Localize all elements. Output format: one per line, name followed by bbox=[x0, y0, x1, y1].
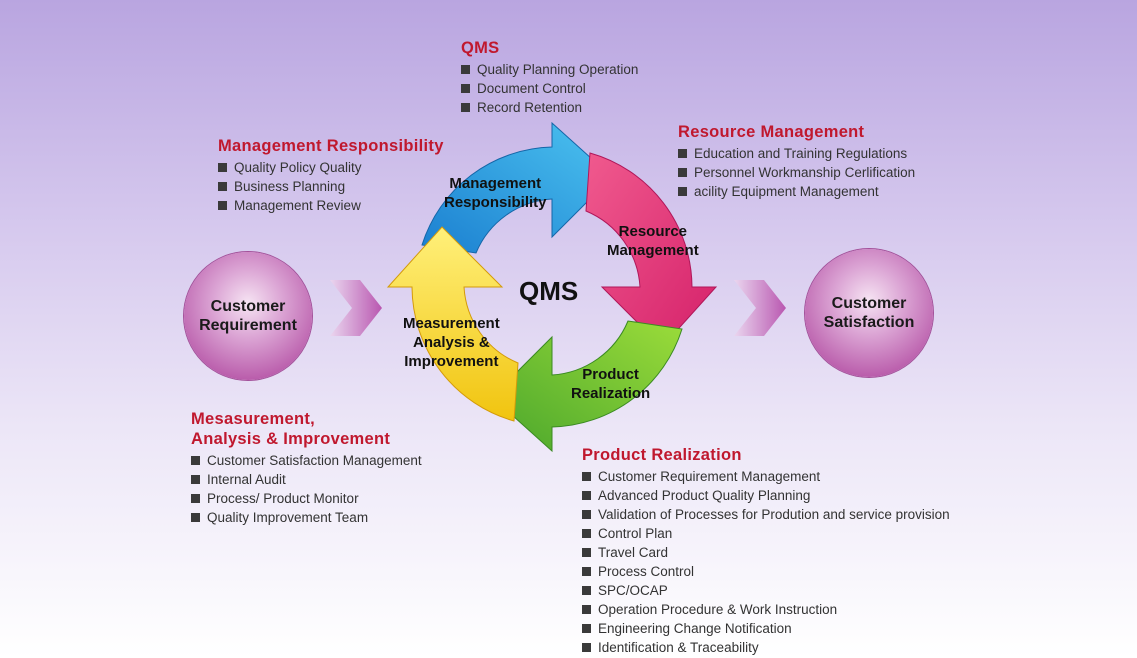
list-item: Record Retention bbox=[461, 98, 638, 117]
resource-section-title: Resource Management bbox=[678, 123, 865, 141]
product-section: Product Realization Customer Requirement… bbox=[582, 445, 950, 657]
square-bullet-icon bbox=[582, 624, 591, 633]
list-item: Process/ Product Monitor bbox=[191, 489, 422, 508]
list-item: Management Review bbox=[218, 196, 444, 215]
list-item: Advanced Product Quality Planning bbox=[582, 486, 950, 505]
list-item: Quality Planning Operation bbox=[461, 60, 638, 79]
square-bullet-icon bbox=[582, 643, 591, 652]
list-item: Process Control bbox=[582, 562, 950, 581]
measurement-section: Mesasurement, Analysis & Improvement Cus… bbox=[191, 409, 422, 527]
green-cycle-arrow bbox=[491, 320, 683, 453]
customer-satisfaction-circle: Customer Satisfaction bbox=[805, 249, 933, 377]
customer-requirement-circle: Customer Requirement bbox=[184, 252, 312, 380]
product-section-title: Product Realization bbox=[582, 446, 742, 464]
list-item: Internal Audit bbox=[191, 470, 422, 489]
pink-cycle-arrow bbox=[585, 152, 718, 348]
list-item: Quality Policy Quality bbox=[218, 158, 444, 177]
left-chevron-arrow-icon bbox=[330, 280, 382, 336]
measurement-section-title: Mesasurement, Analysis & Improvement bbox=[191, 410, 391, 448]
qms-items: Quality Planning Operation Document Cont… bbox=[461, 60, 638, 117]
square-bullet-icon bbox=[191, 494, 200, 503]
customer-satisfaction-label: Customer Satisfaction bbox=[823, 295, 915, 331]
square-bullet-icon bbox=[678, 168, 687, 177]
list-item: Education and Training Regulations bbox=[678, 144, 915, 163]
measurement-items: Customer Satisfaction Management Interna… bbox=[191, 451, 422, 527]
management-section: Management Responsibility Quality Policy… bbox=[218, 136, 444, 215]
square-bullet-icon bbox=[582, 548, 591, 557]
square-bullet-icon bbox=[461, 103, 470, 112]
customer-requirement-label: Customer Requirement bbox=[199, 298, 297, 334]
qms-center-label: QMS bbox=[519, 276, 579, 306]
management-section-title: Management Responsibility bbox=[218, 137, 444, 155]
square-bullet-icon bbox=[582, 586, 591, 595]
list-item: acility Equipment Management bbox=[678, 182, 915, 201]
square-bullet-icon bbox=[191, 475, 200, 484]
square-bullet-icon bbox=[461, 65, 470, 74]
square-bullet-icon bbox=[582, 529, 591, 538]
list-item: Customer Satisfaction Management bbox=[191, 451, 422, 470]
list-item: Engineering Change Notification bbox=[582, 619, 950, 638]
list-item: Travel Card bbox=[582, 543, 950, 562]
square-bullet-icon bbox=[218, 182, 227, 191]
square-bullet-icon bbox=[582, 605, 591, 614]
square-bullet-icon bbox=[582, 510, 591, 519]
square-bullet-icon bbox=[218, 201, 227, 210]
list-item: Personnel Workmanship Cerlification bbox=[678, 163, 915, 182]
right-chevron-arrow-icon bbox=[734, 280, 786, 336]
blue-cycle-arrow bbox=[421, 121, 613, 254]
yellow-cycle-arrow bbox=[386, 226, 519, 422]
list-item: Document Control bbox=[461, 79, 638, 98]
resource-cycle-label: Resource Management bbox=[607, 223, 699, 259]
list-item: Operation Procedure & Work Instruction bbox=[582, 600, 950, 619]
qms-cycle-diagram bbox=[386, 121, 718, 453]
measurement-cycle-label: Measurement Analysis & Improvement bbox=[403, 315, 500, 370]
list-item: Customer Requirement Management bbox=[582, 467, 950, 486]
list-item: Validation of Processes for Prodution an… bbox=[582, 505, 950, 524]
square-bullet-icon bbox=[191, 513, 200, 522]
list-item: Control Plan bbox=[582, 524, 950, 543]
qms-section: QMS Quality Planning Operation Document … bbox=[461, 38, 638, 117]
square-bullet-icon bbox=[461, 84, 470, 93]
qms-section-title: QMS bbox=[461, 39, 500, 57]
square-bullet-icon bbox=[582, 472, 591, 481]
square-bullet-icon bbox=[582, 491, 591, 500]
product-items: Customer Requirement Management Advanced… bbox=[582, 467, 950, 657]
management-items: Quality Policy Quality Business Planning… bbox=[218, 158, 444, 215]
list-item: Business Planning bbox=[218, 177, 444, 196]
square-bullet-icon bbox=[582, 567, 591, 576]
square-bullet-icon bbox=[678, 187, 687, 196]
management-cycle-label: Management Responsibility bbox=[444, 175, 547, 211]
list-item: SPC/OCAP bbox=[582, 581, 950, 600]
list-item: Quality Improvement Team bbox=[191, 508, 422, 527]
square-bullet-icon bbox=[218, 163, 227, 172]
square-bullet-icon bbox=[191, 456, 200, 465]
square-bullet-icon bbox=[678, 149, 687, 158]
product-cycle-label: Product Realization bbox=[571, 366, 651, 402]
resource-items: Education and Training Regulations Perso… bbox=[678, 144, 915, 201]
resource-section: Resource Management Education and Traini… bbox=[678, 122, 915, 201]
list-item: Identification & Traceability bbox=[582, 638, 950, 657]
